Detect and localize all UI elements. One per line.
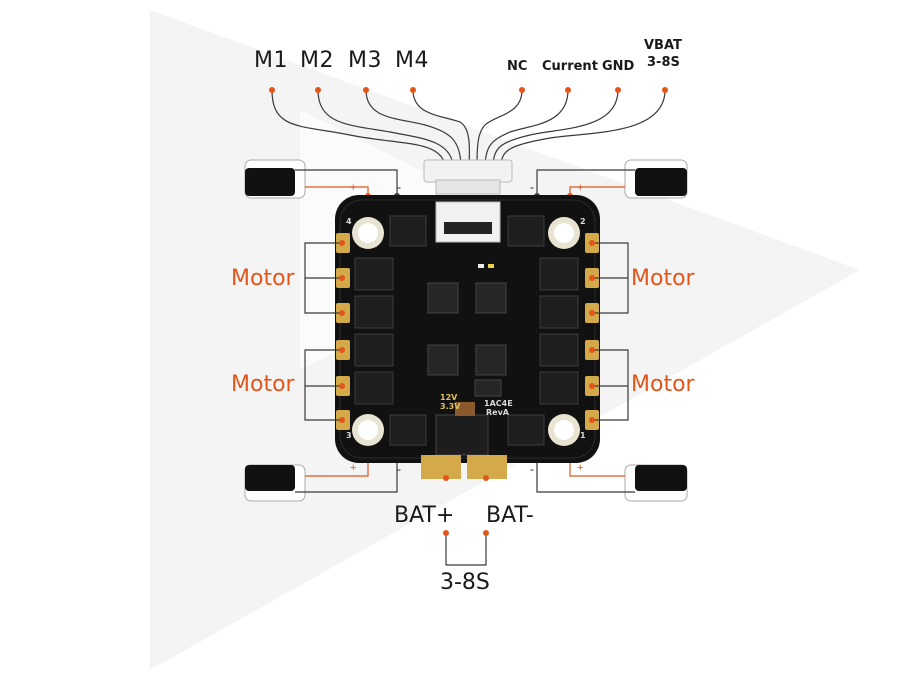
battery-pad-positive <box>421 455 461 479</box>
wire-label-gnd: GND <box>602 59 635 74</box>
battery-label-range: 3-8S <box>440 570 490 595</box>
motor-label-bottom-right: Motor <box>631 372 695 397</box>
wire-label-m1: M1 <box>254 48 288 73</box>
cap-minus-top-right: - <box>530 180 534 194</box>
motor-label-top-right: Motor <box>631 266 695 291</box>
motor-brackets <box>304 242 629 421</box>
board-corner-1: 1 <box>580 431 586 440</box>
wire-label-vbat-range: 3-8S <box>647 55 680 70</box>
board-corner-3: 3 <box>346 431 352 440</box>
board-12v-text: 12V <box>440 393 458 402</box>
motor-label-bottom-left: Motor <box>231 372 295 397</box>
cap-plus-bottom-right: + <box>577 462 584 474</box>
esc-board <box>335 195 600 463</box>
wire-label-m4: M4 <box>395 48 429 73</box>
cap-minus-bottom-left: - <box>397 462 401 476</box>
motor-pad-dots <box>339 240 595 423</box>
cap-minus-top-left: - <box>397 180 401 194</box>
connector-plug <box>423 159 513 183</box>
board-corner-2: 2 <box>580 217 586 226</box>
battery-label-positive: BAT+ <box>394 503 455 528</box>
mounting-holes <box>352 217 580 446</box>
tantalum-capacitor <box>455 402 475 416</box>
status-leds <box>478 264 494 268</box>
connector-housing <box>435 179 501 195</box>
cap-plus-top-left: + <box>350 182 357 194</box>
driver-ics <box>427 282 507 397</box>
capacitor-leads <box>295 169 635 493</box>
wire-label-m3: M3 <box>348 48 382 73</box>
battery-label-negative: BAT- <box>486 503 534 528</box>
battery-pad-negative <box>467 455 507 479</box>
cap-plus-bottom-left: + <box>350 462 357 474</box>
board-revision-text: RevA <box>486 408 509 417</box>
board-model-text: 1AC4E <box>484 399 513 408</box>
battery-lead-dots <box>443 475 489 536</box>
cap-minus-bottom-right: - <box>530 462 534 476</box>
signal-wire-dots <box>269 87 668 93</box>
mosfets <box>354 215 579 446</box>
board-33v-text: 3.3V <box>440 402 461 411</box>
board-connector-pins <box>444 222 492 234</box>
wire-label-nc: NC <box>507 59 528 74</box>
capacitors <box>244 159 688 502</box>
cap-plus-top-right: + <box>577 182 584 194</box>
motor-label-top-left: Motor <box>231 266 295 291</box>
wire-label-current: Current <box>542 59 598 74</box>
board-corner-4: 4 <box>346 217 352 226</box>
voltage-regulator <box>435 414 489 456</box>
signal-wires <box>271 89 666 166</box>
wire-label-vbat: VBAT <box>644 38 682 53</box>
wire-label-m2: M2 <box>300 48 334 73</box>
battery-leads <box>445 533 487 566</box>
